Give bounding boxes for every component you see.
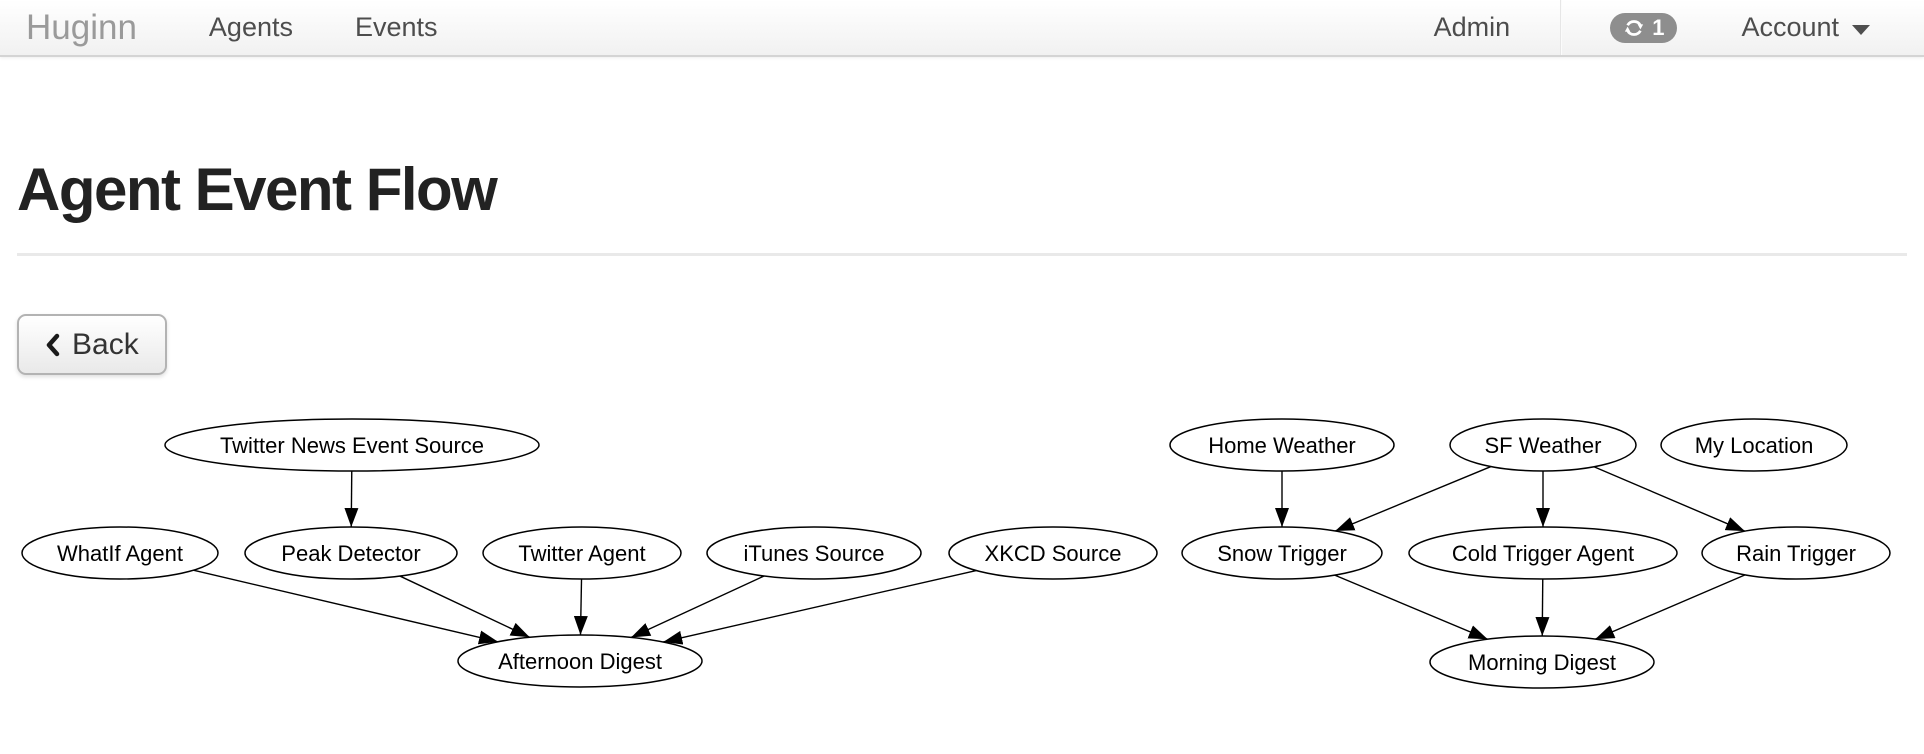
graph-node-peak: Peak Detector	[244, 526, 458, 580]
caret-down-icon	[1852, 24, 1870, 35]
job-count-badge[interactable]: 1	[1610, 12, 1678, 43]
graph-edge-twitter_news-to-peak	[344, 470, 359, 528]
graph-node-cold: Cold Trigger Agent	[1408, 526, 1678, 580]
graph-node-xkcd: XKCD Source	[948, 526, 1158, 580]
svg-text:Twitter Agent: Twitter Agent	[518, 541, 645, 566]
graph-edge-snow-to-morning	[1334, 574, 1489, 640]
graph-node-afternoon: Afternoon Digest	[457, 634, 703, 688]
graph-edge-peak-to-afternoon	[399, 575, 531, 638]
graph-node-sf_weather: SF Weather	[1449, 418, 1637, 472]
graph-node-twitter_agent: Twitter Agent	[482, 526, 682, 580]
svg-text:Rain Trigger: Rain Trigger	[1736, 541, 1856, 566]
refresh-icon	[1623, 17, 1645, 39]
page-title: Agent Event Flow	[17, 156, 498, 223]
graph-edge-sf_weather-to-snow	[1334, 465, 1492, 532]
svg-text:Afternoon Digest: Afternoon Digest	[498, 649, 662, 674]
graph-node-itunes: iTunes Source	[706, 526, 922, 580]
svg-text:Peak Detector: Peak Detector	[281, 541, 420, 566]
graph-node-whatif: WhatIf Agent	[21, 526, 219, 580]
brand-link[interactable]: Huginn	[26, 8, 137, 47]
graph-node-home_weather: Home Weather	[1169, 418, 1395, 472]
graph-edge-xkcd-to-afternoon	[663, 569, 977, 645]
graph-node-twitter_news: Twitter News Event Source	[164, 418, 540, 472]
job-count: 1	[1652, 14, 1665, 40]
svg-text:My Location: My Location	[1695, 433, 1814, 458]
svg-text:XKCD Source: XKCD Source	[985, 541, 1122, 566]
main-content: Agent Event Flow Back	[0, 160, 1924, 375]
svg-text:Cold Trigger Agent: Cold Trigger Agent	[1452, 541, 1634, 566]
svg-text:WhatIf Agent: WhatIf Agent	[57, 541, 183, 566]
svg-text:Morning Digest: Morning Digest	[1468, 650, 1616, 675]
back-button[interactable]: Back	[17, 314, 167, 375]
top-navbar: Huginn Agents Events Admin 1 Account	[0, 0, 1924, 57]
account-menu[interactable]: Account	[1741, 12, 1870, 43]
chevron-left-icon	[45, 333, 60, 357]
navbar-divider	[1560, 0, 1563, 55]
svg-text:Snow Trigger: Snow Trigger	[1217, 541, 1347, 566]
graph-node-my_location: My Location	[1660, 418, 1848, 472]
nav-link-agents[interactable]: Agents	[208, 12, 293, 42]
graph-edge-whatif-to-afternoon	[193, 569, 499, 645]
svg-text:iTunes Source: iTunes Source	[743, 541, 884, 566]
graph-edge-sf_weather-to-rain	[1593, 466, 1746, 532]
svg-text:Twitter News Event Source: Twitter News Event Source	[220, 433, 484, 458]
nav-link-admin[interactable]: Admin	[1433, 12, 1511, 42]
title-divider	[17, 253, 1907, 256]
svg-text:Home Weather: Home Weather	[1208, 433, 1356, 458]
graph-edge-rain-to-morning	[1595, 574, 1746, 640]
graph-edge-cold-to-morning	[1535, 578, 1550, 637]
back-label: Back	[72, 327, 139, 361]
svg-text:SF Weather: SF Weather	[1485, 433, 1602, 458]
graph-edge-twitter_agent-to-afternoon	[573, 578, 588, 636]
nav-link-events[interactable]: Events	[354, 12, 438, 42]
navbar-right: Admin 1 Account	[1434, 0, 1898, 55]
graph-node-morning: Morning Digest	[1429, 635, 1655, 689]
graph-edge-itunes-to-afternoon	[630, 575, 765, 639]
graph-node-snow: Snow Trigger	[1181, 526, 1383, 580]
graph-node-rain: Rain Trigger	[1701, 526, 1891, 580]
graph-edges	[193, 465, 1746, 645]
account-label: Account	[1741, 12, 1839, 42]
